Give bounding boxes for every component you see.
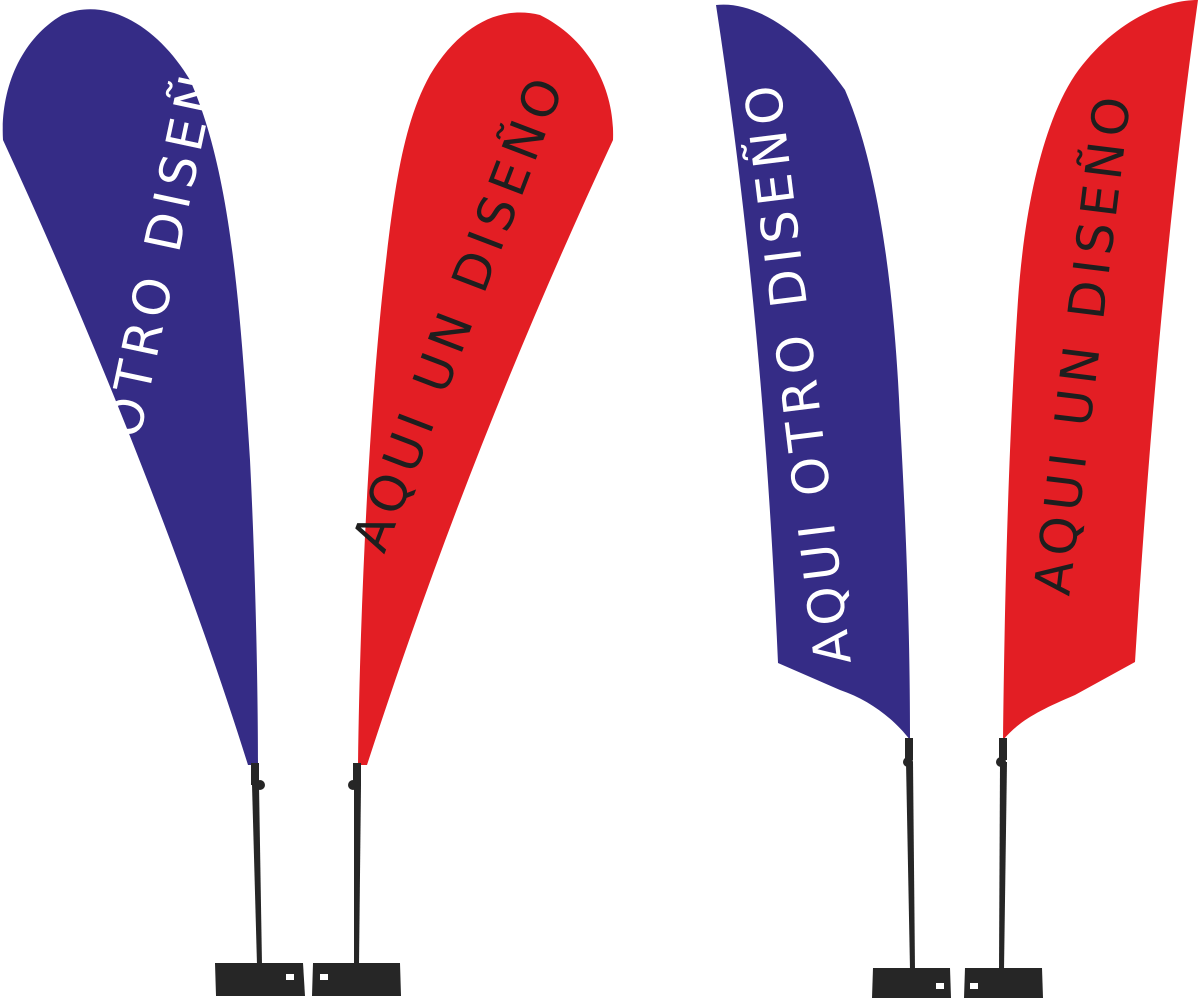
flag-3-blue-feather: AQUI OTRO DISEÑO [716, 4, 910, 740]
flag-1-fabric [2, 9, 259, 765]
flag-3-fabric [716, 4, 910, 740]
flag-2-fabric [358, 12, 614, 765]
flag-2-red-teardrop: AQUI UN DISEÑO [341, 12, 614, 765]
flag-4-fabric [1003, 0, 1198, 740]
flag-4-red-feather: AQUI UN DISEÑO [1003, 0, 1198, 740]
flag-1-pole-base [215, 763, 305, 996]
flag-4-pole-base [964, 738, 1043, 998]
flag-1-blue-teardrop: AQUI OTRO DISEÑO [2, 9, 259, 765]
flag-2-pole-base [312, 763, 401, 996]
flag-3-pole-base [872, 738, 951, 998]
